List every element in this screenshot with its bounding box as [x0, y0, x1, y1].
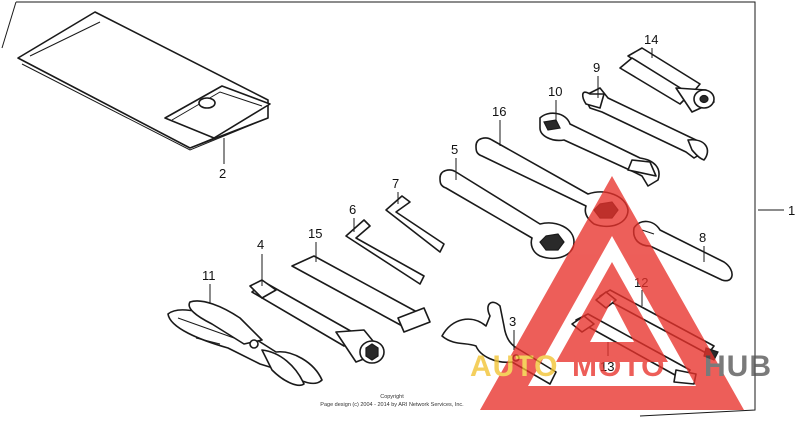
watermark-triangle	[480, 176, 744, 410]
label-part-5: 5	[451, 142, 458, 157]
label-part-1: 1	[788, 203, 795, 218]
automotohub-watermark: AUTO MOTO HUB	[470, 176, 772, 410]
hex-key-7	[385, 195, 445, 253]
copyright-line-2: Page design (c) 2004 - 2014 by ARI Netwo…	[320, 402, 464, 408]
tool-bag	[17, 11, 271, 151]
part-numbers: 2 1 3 4 5 6 7 8 9 10 11 12 13 14 15 16	[202, 32, 795, 374]
copyright-notice: Copyright Page design (c) 2004 - 2014 by…	[320, 394, 464, 408]
label-part-3: 3	[509, 314, 516, 329]
extension-bar	[619, 47, 715, 113]
box-wrench-5	[439, 169, 575, 260]
wrench-9	[581, 87, 709, 161]
watermark-text-hub: HUB	[704, 350, 772, 383]
label-part-15: 15	[308, 226, 322, 241]
label-part-9: 9	[593, 60, 600, 75]
pliers-11	[167, 300, 323, 386]
label-part-6: 6	[349, 202, 356, 217]
label-part-2: 2	[219, 166, 226, 181]
label-part-14: 14	[644, 32, 658, 47]
watermark-text-auto: AUTO	[470, 350, 558, 383]
handle-bar-15	[291, 255, 431, 333]
wrench-10	[539, 112, 660, 187]
watermark-text-moto: MOTO	[572, 350, 665, 383]
label-part-16: 16	[492, 104, 506, 119]
plug-socket-4	[249, 279, 385, 364]
hex-key-6	[345, 219, 425, 285]
copyright-line-1: Copyright	[380, 394, 404, 400]
label-part-13: 13	[600, 359, 614, 374]
leader-lines	[209, 48, 784, 356]
watermark-inner-triangle	[556, 262, 668, 362]
label-part-4: 4	[257, 237, 264, 252]
label-part-8: 8	[699, 230, 706, 245]
label-part-11: 11	[202, 268, 216, 283]
diagram-frame	[1, 1, 756, 417]
label-part-7: 7	[392, 176, 399, 191]
label-part-10: 10	[548, 84, 562, 99]
